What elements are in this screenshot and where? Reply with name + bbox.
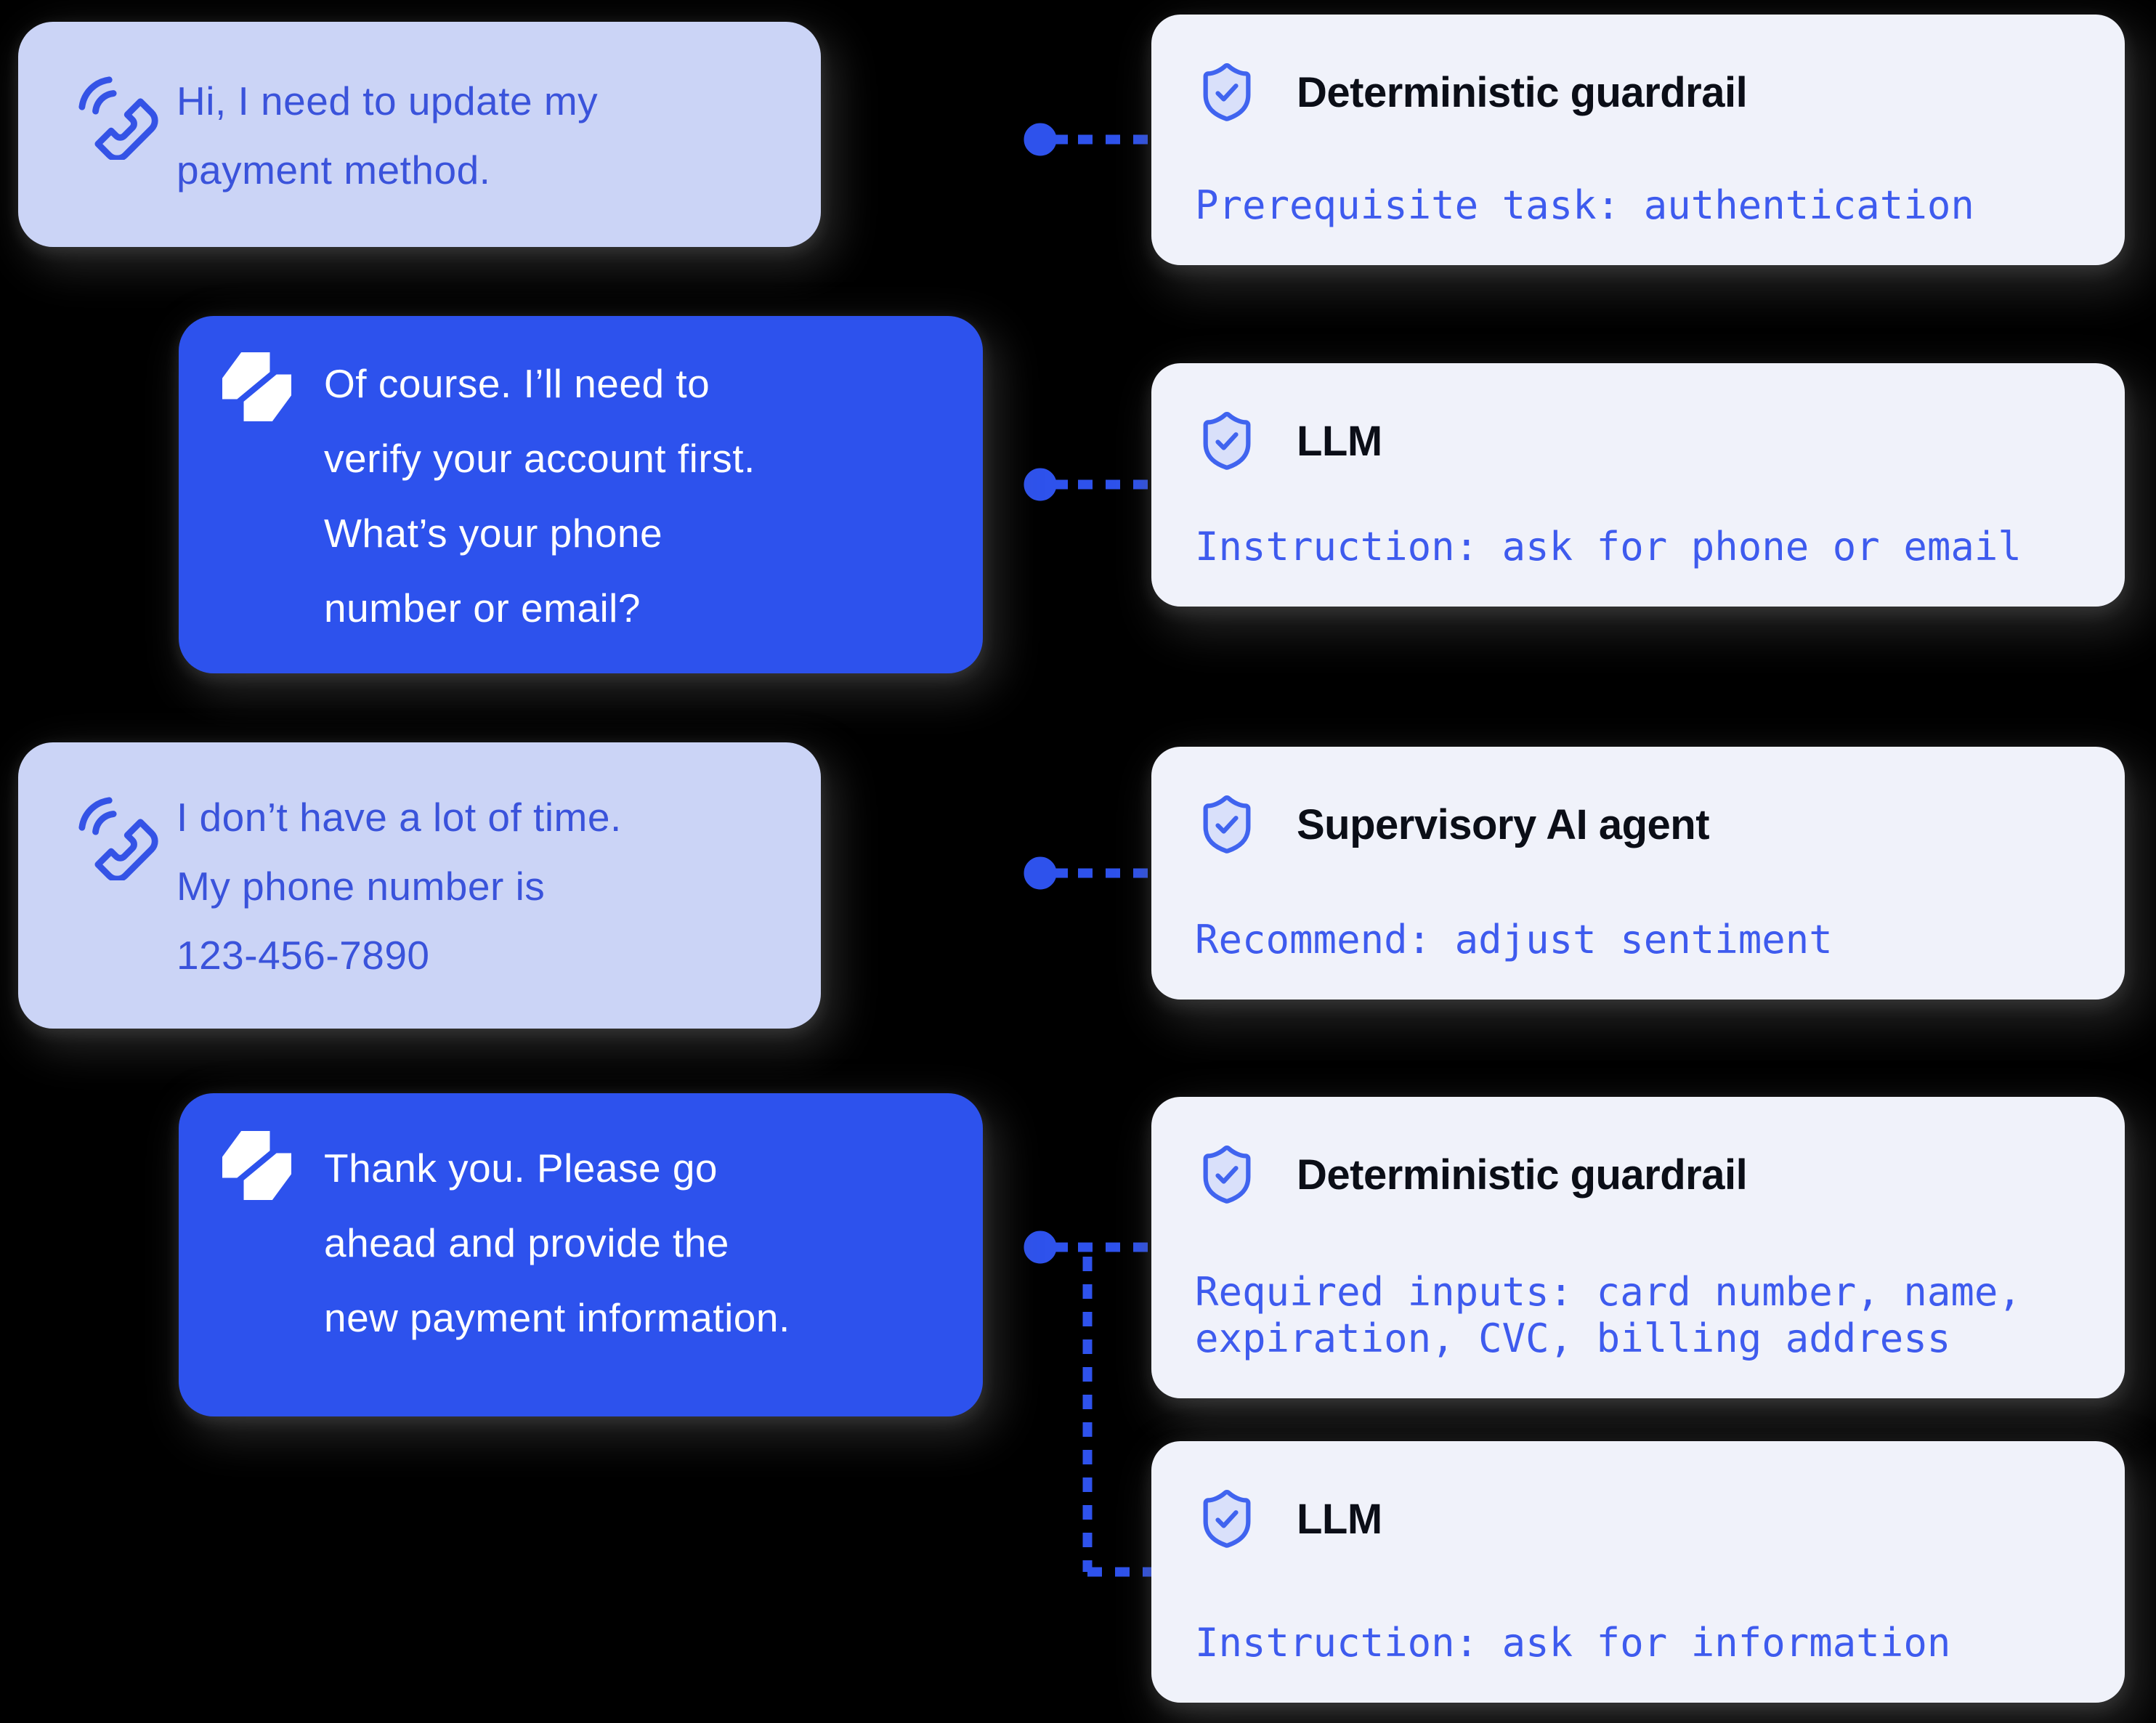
annotation-card-supervisory-ai-agent: Supervisory AI agent Recommend: adjust s… [1151, 747, 2125, 1000]
chat-message-text: Hi, I need to update my payment method. [177, 67, 598, 205]
shield-check-icon [1203, 412, 1251, 470]
shield-check-icon [1203, 1490, 1251, 1548]
annotation-card-deterministic-guardrail-2: Deterministic guardrail Required inputs:… [1151, 1097, 2125, 1398]
chat-message-text: Thank you. Please go ahead and provide t… [324, 1131, 790, 1355]
chat-line: ahead and provide the [324, 1220, 729, 1265]
shield-check-icon [1203, 1146, 1251, 1204]
chat-line: My phone number is [177, 864, 546, 909]
card-title: Deterministic guardrail [1297, 68, 1748, 116]
card-details: Instruction: ask for phone or email [1195, 524, 2081, 570]
card-detail-line: expiration, CVC, billing address [1195, 1315, 1951, 1361]
chat-bubble-agent-2: Thank you. Please go ahead and provide t… [179, 1093, 983, 1416]
agent-logo-icon [222, 1131, 291, 1200]
card-details: Required inputs: card number, name, expi… [1195, 1269, 2081, 1362]
connector-row-3 [1024, 856, 1156, 890]
chat-line: I don’t have a lot of time. [177, 795, 622, 840]
chat-line: Hi, I need to update my [177, 78, 599, 123]
chat-message-text: Of course. I’ll need to verify your acco… [324, 346, 755, 646]
card-detail-line: Instruction: ask for phone or email [1195, 524, 2022, 569]
chat-line: verify your account first. [324, 436, 755, 481]
annotation-card-llm-1: LLM Instruction: ask for phone or email [1151, 363, 2125, 607]
card-title: Supervisory AI agent [1297, 800, 1710, 848]
card-header: Deterministic guardrail [1195, 1137, 2081, 1212]
card-details: Prerequisite task: authentication [1195, 182, 2081, 229]
chat-bubble-customer-1: Hi, I need to update my payment method. [18, 22, 821, 247]
card-details: Instruction: ask for information [1195, 1620, 2081, 1666]
card-title: Deterministic guardrail [1297, 1151, 1748, 1199]
connector-row-4-branch [1024, 1231, 1156, 1577]
connector-row-2 [1024, 468, 1156, 501]
chat-line: 123-456-7890 [177, 933, 430, 978]
chat-line: Of course. I’ll need to [324, 361, 710, 406]
connector-row-1 [1024, 123, 1156, 156]
card-details: Recommend: adjust sentiment [1195, 917, 2081, 963]
chat-line: Thank you. Please go [324, 1146, 718, 1191]
phone-waves-icon [78, 797, 158, 880]
chat-line: What’s your phone [324, 511, 663, 556]
card-detail-line: Instruction: ask for information [1195, 1620, 1951, 1666]
chat-bubble-customer-2: I don’t have a lot of time. My phone num… [18, 742, 821, 1029]
annotation-card-llm-2: LLM Instruction: ask for information [1151, 1441, 2125, 1703]
chat-line: payment method. [177, 147, 491, 192]
shield-check-icon [1203, 795, 1251, 854]
shield-check-icon [1203, 63, 1251, 121]
card-header: LLM [1195, 403, 2081, 479]
card-title: LLM [1297, 1495, 1382, 1543]
card-header: LLM [1195, 1481, 2081, 1557]
phone-waves-icon [78, 76, 158, 160]
card-detail-line: Recommend: adjust sentiment [1195, 917, 1833, 962]
annotation-card-deterministic-guardrail-1: Deterministic guardrail Prerequisite tas… [1151, 15, 2125, 265]
card-header: Deterministic guardrail [1195, 54, 2081, 130]
card-detail-line: Prerequisite task: authentication [1195, 182, 1974, 228]
chat-line: number or email? [324, 585, 641, 631]
chat-message-text: I don’t have a lot of time. My phone num… [177, 783, 622, 990]
card-detail-line: Required inputs: card number, name, [1195, 1269, 2022, 1315]
chat-line: new payment information. [324, 1295, 790, 1340]
card-title: LLM [1297, 417, 1382, 465]
agent-logo-icon [222, 352, 291, 421]
card-header: Supervisory AI agent [1195, 787, 2081, 862]
chat-bubble-agent-1: Of course. I’ll need to verify your acco… [179, 316, 983, 673]
